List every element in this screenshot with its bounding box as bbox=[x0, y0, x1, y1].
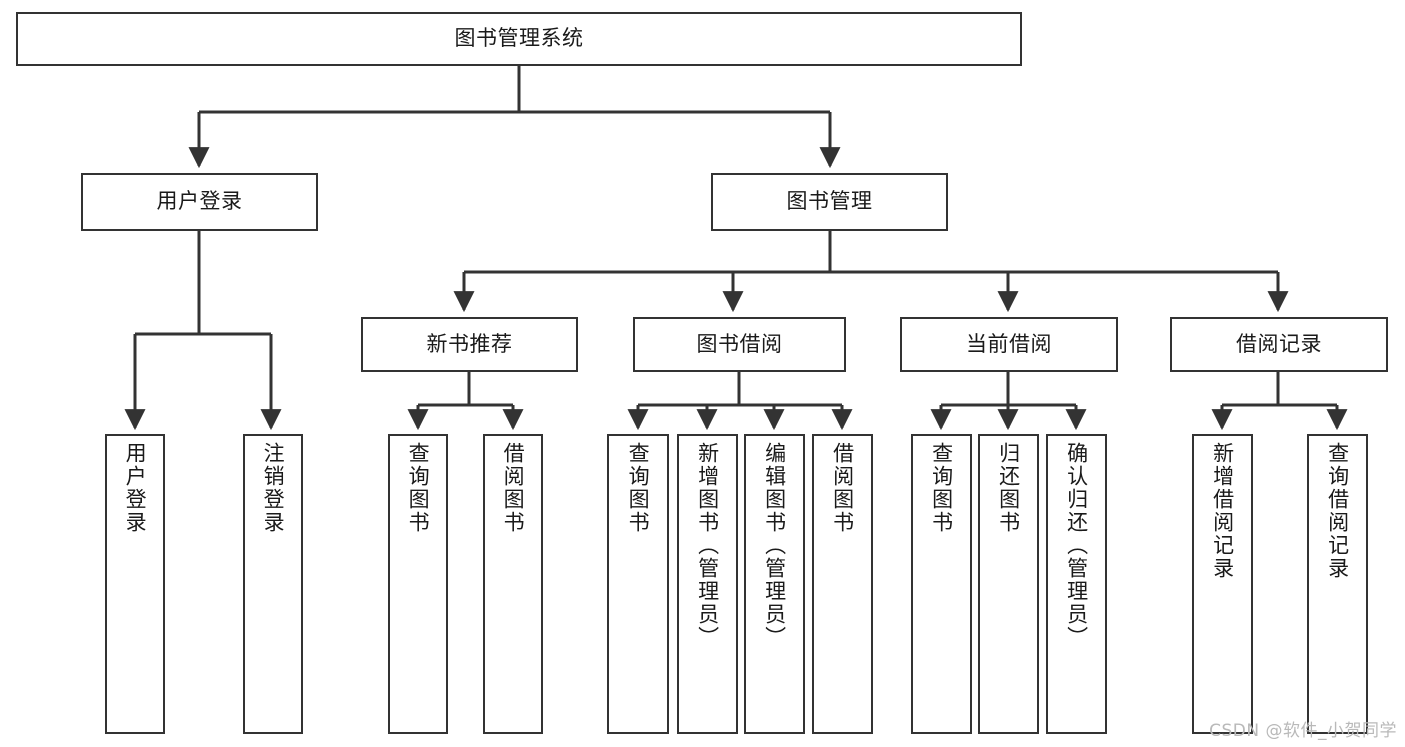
node-root-book-management-system[interactable]: 图书管理系统 bbox=[16, 12, 1022, 66]
leaf-borrow-books-recommend[interactable]: 借阅图书 bbox=[483, 434, 543, 734]
node-label: 图书管理系统 bbox=[454, 26, 584, 51]
leaf-query-borrow-record[interactable]: 查询借阅记录 bbox=[1307, 434, 1368, 734]
leaf-logout[interactable]: 注销登录 bbox=[243, 434, 303, 734]
node-label: 借阅记录 bbox=[1236, 331, 1322, 356]
node-label: 查询图书 bbox=[626, 442, 651, 534]
leaf-query-books-borrow[interactable]: 查询图书 bbox=[607, 434, 669, 734]
node-new-book-recommend[interactable]: 新书推荐 bbox=[361, 317, 578, 372]
node-label: 当前借阅 bbox=[966, 331, 1052, 356]
node-label: 查询图书 bbox=[929, 442, 954, 534]
leaf-user-login[interactable]: 用户登录 bbox=[105, 434, 165, 734]
node-label: 新增图书（管理员） bbox=[695, 442, 720, 649]
leaf-edit-book-admin[interactable]: 编辑图书（管理员） bbox=[744, 434, 805, 734]
leaf-query-books-recommend[interactable]: 查询图书 bbox=[388, 434, 448, 734]
node-label: 归还图书 bbox=[996, 442, 1021, 534]
node-label: 注销登录 bbox=[261, 442, 286, 534]
leaf-add-book-admin[interactable]: 新增图书（管理员） bbox=[677, 434, 738, 734]
leaf-add-borrow-record[interactable]: 新增借阅记录 bbox=[1192, 434, 1253, 734]
node-label: 借阅图书 bbox=[830, 442, 855, 534]
node-label: 编辑图书（管理员） bbox=[762, 442, 787, 649]
node-user-login[interactable]: 用户登录 bbox=[81, 173, 318, 231]
leaf-query-books-current[interactable]: 查询图书 bbox=[911, 434, 972, 734]
node-label: 用户登录 bbox=[156, 189, 243, 214]
csdn-watermark: CSDN @软件_小贺同学 bbox=[1209, 721, 1397, 741]
node-label: 查询图书 bbox=[406, 442, 431, 534]
node-label: 图书管理 bbox=[786, 189, 873, 214]
leaf-confirm-return-admin[interactable]: 确认归还（管理员） bbox=[1046, 434, 1107, 734]
node-label: 借阅图书 bbox=[501, 442, 526, 534]
leaf-borrow-books[interactable]: 借阅图书 bbox=[812, 434, 873, 734]
node-label: 确认归还（管理员） bbox=[1064, 442, 1089, 649]
node-book-borrow[interactable]: 图书借阅 bbox=[633, 317, 846, 372]
node-current-borrow[interactable]: 当前借阅 bbox=[900, 317, 1118, 372]
node-label: 查询借阅记录 bbox=[1325, 442, 1350, 580]
node-label: 新书推荐 bbox=[426, 331, 513, 356]
leaf-return-books[interactable]: 归还图书 bbox=[978, 434, 1039, 734]
node-label: 用户登录 bbox=[123, 442, 148, 534]
node-label: 新增借阅记录 bbox=[1210, 442, 1235, 580]
node-label: 图书借阅 bbox=[696, 331, 783, 356]
node-book-management[interactable]: 图书管理 bbox=[711, 173, 948, 231]
node-borrow-record[interactable]: 借阅记录 bbox=[1170, 317, 1388, 372]
